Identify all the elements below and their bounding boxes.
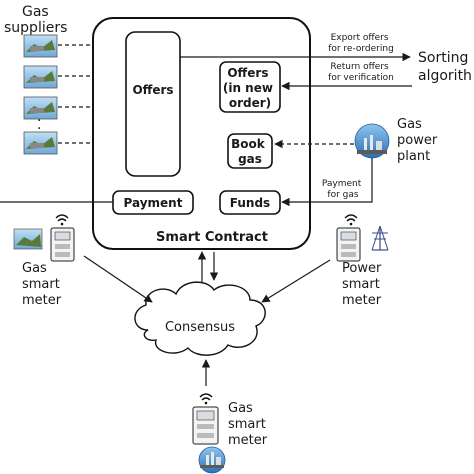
funds-box: [219, 190, 281, 215]
wifi-icon: [199, 393, 213, 405]
offers-box: [125, 31, 181, 177]
gas-meter-left-icon: [13, 227, 75, 262]
gas-suppliers-label: Gas suppliers: [4, 4, 67, 36]
gas-meter-bottom-icon: [192, 406, 219, 445]
consensus-cloud: [134, 281, 266, 356]
book-gas-box: [227, 133, 273, 169]
power-smart-meter-label: Power smart meter: [342, 261, 385, 308]
svg-text:.: .: [37, 109, 41, 125]
wifi-icon: [55, 214, 69, 226]
gas-power-plant-icon: [354, 123, 390, 159]
payment-for-gas-arrow: [281, 158, 373, 207]
svg-text:.: .: [37, 117, 41, 133]
funds-label: Funds: [230, 196, 270, 210]
export-offers-note: Export offers for re-ordering: [328, 33, 394, 54]
book-gas-label: Book gas: [231, 137, 269, 166]
gas-meter-to-consensus-arrow: [83, 255, 153, 303]
gas-supplier-icon: [23, 96, 58, 120]
smart-contract-label: Smart Contract: [156, 230, 268, 245]
power-meter-icon: [336, 227, 361, 262]
gas-power-plant-label: Gas power plant: [397, 117, 441, 164]
gas-smart-meter-bottom-label: Gas smart meter: [228, 401, 270, 448]
offers-label: Offers: [132, 83, 173, 97]
consensus-label: Consensus: [165, 320, 235, 335]
payment-label: Payment: [124, 196, 183, 210]
gas-supplier-icon: [23, 65, 58, 89]
wifi-icon: [344, 214, 358, 226]
gas-supplier-icon: [23, 131, 58, 155]
offers-new-order-box: [219, 61, 281, 113]
gas-smart-meter-left-label: Gas smart meter: [22, 261, 64, 308]
return-offers-note: Return offers for verification: [328, 62, 394, 83]
power-meter-to-consensus-arrow: [261, 259, 331, 303]
gas-plant-small-icon: [198, 446, 226, 474]
gas-supplier-icon: [23, 34, 58, 58]
pylon-icon: [371, 225, 389, 251]
offers-new-order-label: Offers (in new order): [223, 66, 277, 110]
payment-for-gas-note: Payment for gas: [322, 179, 364, 200]
sorting-algorithm-label: Sorting algorith: [418, 50, 473, 84]
ellipsis-dots: . .: [37, 109, 41, 133]
